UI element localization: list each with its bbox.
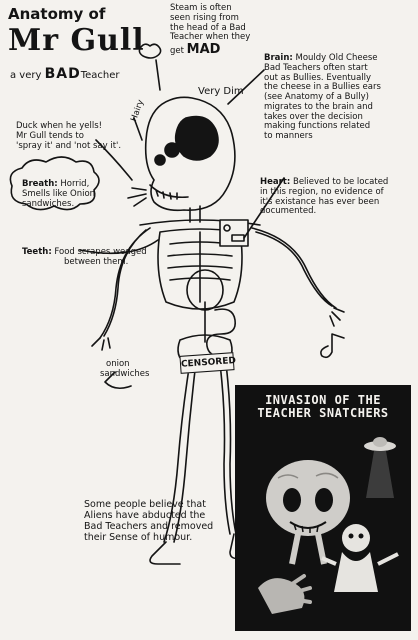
breath-line: sandwiches. [22,198,75,209]
brain-line: to manners [264,131,313,142]
very-dim-note: Very Dim [198,86,244,97]
teeth-note: Teeth: Food scrapes wedged between them. [22,247,147,268]
heart-line: Believed to be located [292,177,389,187]
teeth-label: Teeth: [22,247,52,257]
alien-hand-icon [258,574,312,614]
teeth-heading: Teeth: Food scrapes wedged [22,247,147,258]
duck-note: Duck when he yells! Mr Gull tends to 'sp… [16,121,122,151]
left-arm [99,227,151,339]
aliens-line: Some people believe that [84,499,206,510]
brain-label: Brain: [264,53,293,63]
onion-note: onion sandwiches [100,359,150,380]
duck-line: Mr Gull tends to [16,130,84,141]
steam-line: the head of a Bad [170,22,246,33]
onion-line: onion [106,359,130,369]
brain-line: out as Bullies. Eventually [264,72,372,83]
brain-line: migrates to the brain and [264,101,373,112]
aliens-line: Aliens have abducted the [84,509,206,521]
duck-line: Duck when he yells! [16,121,103,131]
steam-line: get MAD [170,42,250,58]
aliens-note: Some people believe that Aliens have abd… [84,499,214,544]
right-leg [219,363,237,535]
censored-label: CENSORED [179,352,236,374]
right-arm [251,227,337,309]
jaw [149,184,189,200]
breath-heading: Breath: Horrid, [22,179,95,190]
gadget-box [219,219,249,247]
intestines [205,308,237,358]
teeth-line: Food scrapes wedged [54,247,147,257]
title-line-1: Anatomy of [8,5,106,23]
steam-line: Steam is often [170,3,232,13]
teeth-line: between them. [64,256,129,267]
heart-note: Heart: Believed to be located in this re… [260,177,415,217]
heart-heading: Heart: Believed to be located [260,177,415,188]
alien-head-icon [266,460,350,565]
duck-line: 'spray it' and 'not say it'. [16,140,122,151]
steam-line: seen rising from [170,12,239,23]
spray [127,187,147,207]
breath-line: Smells like Onion [22,188,96,199]
brain-line: the cheese in a Bullies ears [264,82,381,93]
title-prefix: a very [10,70,42,81]
steam-cloud [138,43,162,59]
movie-poster: INVASION OF THE TEACHER SNATCHERS [235,385,411,631]
steam-line: Teacher when they [170,32,251,43]
heart-line: documented. [260,206,317,217]
brain-line: Mouldy Old Cheese [295,53,378,63]
steam-mad: MAD [186,42,221,58]
brain-line: making functions related [264,121,371,132]
onion-line: sandwiches [100,368,150,379]
heart-line: it's existance has ever been [260,196,380,207]
ribcage [157,228,243,310]
victim-figure-icon [321,524,399,592]
brain-note: Brain: Mouldy Old Cheese Bad Teachers of… [264,53,414,142]
head [144,96,236,212]
title-bad: BAD [44,66,81,82]
aliens-line: Bad Teachers and removed [84,520,214,532]
poster-title-line: INVASION OF THE [265,393,381,407]
breath-label: Breath: [22,179,58,189]
aliens-line: their Sense of humour. [84,531,193,543]
title-line-2: Mr Gull [8,23,145,58]
brain-line: takes over the decision [264,111,363,122]
heart-line: in this region, no evidence of [260,186,384,197]
brain-heading: Brain: Mouldy Old Cheese [264,53,414,64]
breath-line: Horrid, [60,179,90,189]
title-line-3: a very BADTeacher [10,66,120,82]
steam-get: get [170,46,184,57]
breath-cloud [9,156,100,211]
poster-title: INVASION OF THE TEACHER SNATCHERS [242,393,404,421]
brain-line: Bad Teachers often start [264,62,368,73]
brain-line: (see Anatomy of a Bully) [264,92,369,103]
poster-art [258,437,399,614]
brain [174,115,219,161]
poster-title-line: TEACHER SNATCHERS [257,406,389,421]
breath-note: Breath: Horrid, Smells like Onion sandwi… [22,179,96,209]
steam-note: Steam is often seen rising from the head… [170,3,251,58]
title-suffix: Teacher [80,70,120,81]
heart-label: Heart: [260,177,291,187]
ufo-icon [364,437,396,498]
left-leg [163,361,197,543]
